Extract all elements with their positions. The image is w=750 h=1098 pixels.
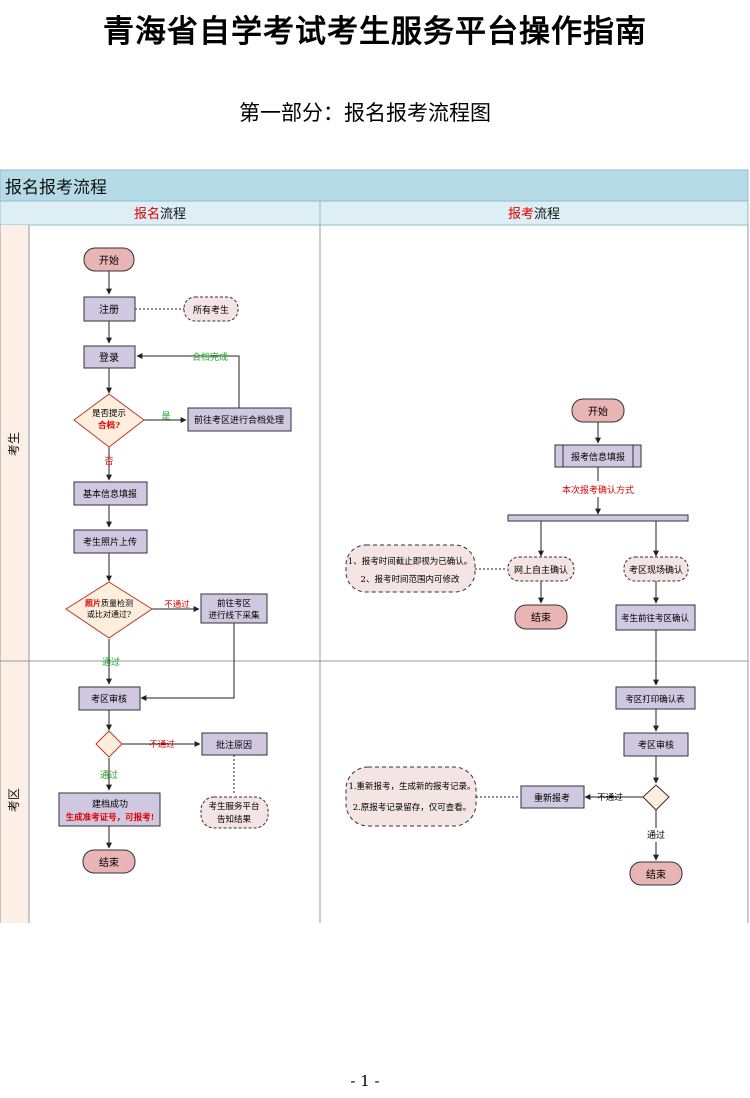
svg-text:结束: 结束 — [531, 611, 551, 624]
review-decision — [95, 730, 123, 758]
svg-text:结束: 结束 — [646, 868, 666, 881]
svg-text:建档成功: 建档成功 — [92, 798, 128, 810]
go-district-confirm-node — [615, 604, 696, 631]
no-label: 否 — [104, 456, 113, 467]
basic-info-node — [73, 481, 148, 506]
svg-text:登录: 登录 — [99, 351, 119, 364]
lane-label-student: 考生 — [7, 432, 21, 456]
merge-decision — [73, 393, 145, 448]
svg-text:考生照片上传: 考生照片上传 — [83, 536, 137, 548]
svg-text:所有考生: 所有考生 — [193, 304, 229, 316]
fill-info-node — [554, 444, 642, 468]
banner-bar — [0, 169, 749, 202]
document-subtitle: 第一部分：报名报考流程图 — [239, 101, 491, 125]
pass-label-2: 通过 — [100, 769, 118, 781]
lane-label-district: 考区 — [7, 788, 21, 812]
register-node — [83, 296, 136, 322]
go-district-merge-node — [187, 407, 292, 432]
svg-text:照片质量检测: 照片质量检测 — [85, 598, 133, 608]
re-apply-node — [520, 785, 585, 809]
print-form-node — [615, 686, 696, 710]
svg-text:网上自主确认: 网上自主确认 — [514, 564, 568, 576]
svg-text:注册: 注册 — [99, 303, 119, 316]
svg-text:考区现场确认: 考区现场确认 — [629, 564, 683, 576]
svg-text:结束: 结束 — [99, 856, 119, 869]
branch-bar — [507, 514, 689, 522]
svg-text:2、报考时间范围内可修改: 2、报考时间范围内可修改 — [361, 574, 460, 585]
flowchart: 报名报考流程 报名流程 报考流程 考生 考区 开始 注册 所有考生 登录 合档完… — [0, 169, 749, 923]
svg-text:开始: 开始 — [588, 405, 608, 418]
not-pass-label-2: 不通过 — [149, 739, 175, 750]
column-header-right — [319, 200, 749, 226]
svg-text:前往考区: 前往考区 — [217, 598, 252, 609]
document-title: 青海省自学考试考生服务平台操作指南 — [103, 14, 647, 50]
success-node — [58, 792, 161, 827]
onsite-confirm-node — [623, 556, 689, 582]
right-pass-label: 通过 — [647, 829, 665, 841]
svg-text:进行线下采集: 进行线下采集 — [208, 610, 260, 621]
column-header-left — [0, 200, 321, 226]
svg-text:1、报考时间截止即视为已确认。: 1、报考时间截止即视为已确认。 — [348, 556, 472, 567]
svg-text:考生服务平台: 考生服务平台 — [208, 801, 259, 812]
reject-reason-node — [201, 732, 268, 756]
note2 — [345, 766, 477, 827]
pass-label: 通过 — [102, 656, 120, 668]
all-students-note — [183, 296, 239, 322]
left-start-node — [83, 247, 135, 272]
right-not-pass-label: 不通过 — [597, 792, 623, 803]
svg-text:告知结果: 告知结果 — [217, 814, 252, 825]
svg-text:生成准考证号，可报考!: 生成准考证号，可报考! — [66, 812, 155, 823]
right-start-node — [571, 398, 625, 423]
yes-label: 是 — [161, 411, 170, 422]
right-end-node-2 — [629, 861, 683, 886]
column-title-right: 报考流程 — [508, 207, 560, 222]
online-confirm-node — [507, 556, 575, 582]
svg-text:2.原报考记录留存，仅可查看。: 2.原报考记录留存，仅可查看。 — [353, 802, 472, 813]
column-title-left: 报名流程 — [134, 206, 186, 222]
svg-text:重新报考: 重新报考 — [534, 792, 570, 804]
merge-done-label: 合档完成 — [192, 351, 228, 363]
svg-text:前往考区进行合档处理: 前往考区进行合档处理 — [194, 414, 284, 426]
svg-text:批注原因: 批注原因 — [216, 739, 252, 751]
right-end-node-1 — [514, 604, 568, 630]
photo-upload-node — [73, 529, 148, 554]
svg-text:或比对通过?: 或比对通过? — [87, 609, 131, 619]
svg-text:开始: 开始 — [99, 254, 119, 267]
notify-note — [200, 796, 269, 829]
svg-text:考区打印确认表: 考区打印确认表 — [625, 694, 685, 705]
district-review-node — [78, 686, 141, 711]
svg-text:报考信息填报: 报考信息填报 — [571, 451, 625, 463]
not-pass-label: 不通过 — [164, 599, 190, 610]
banner-title: 报名报考流程 — [5, 178, 107, 198]
right-review-decision — [642, 784, 670, 811]
left-end-node — [82, 849, 136, 874]
svg-text:考区审核: 考区审核 — [91, 693, 127, 705]
svg-text:1.重新报考，生成新的报考记录。: 1.重新报考，生成新的报考记录。 — [348, 781, 475, 792]
svg-text:考生前往考区确认: 考生前往考区确认 — [621, 613, 690, 624]
svg-text:基本信息填报: 基本信息填报 — [83, 488, 137, 500]
page-number: - 1 - — [350, 1072, 380, 1090]
svg-text:合档?: 合档? — [97, 420, 120, 431]
svg-text:考区审核: 考区审核 — [638, 739, 674, 751]
login-node — [83, 345, 136, 369]
confirm-method-label: 本次报考确认方式 — [562, 484, 634, 496]
svg-text:是否提示: 是否提示 — [92, 408, 126, 419]
lane-label-student-bg — [0, 225, 29, 661]
go-offline-node — [200, 593, 268, 624]
photo-check-decision — [65, 581, 153, 639]
note1 — [345, 544, 476, 593]
lane-label-district-bg — [0, 661, 29, 923]
right-district-review-node — [623, 732, 689, 757]
